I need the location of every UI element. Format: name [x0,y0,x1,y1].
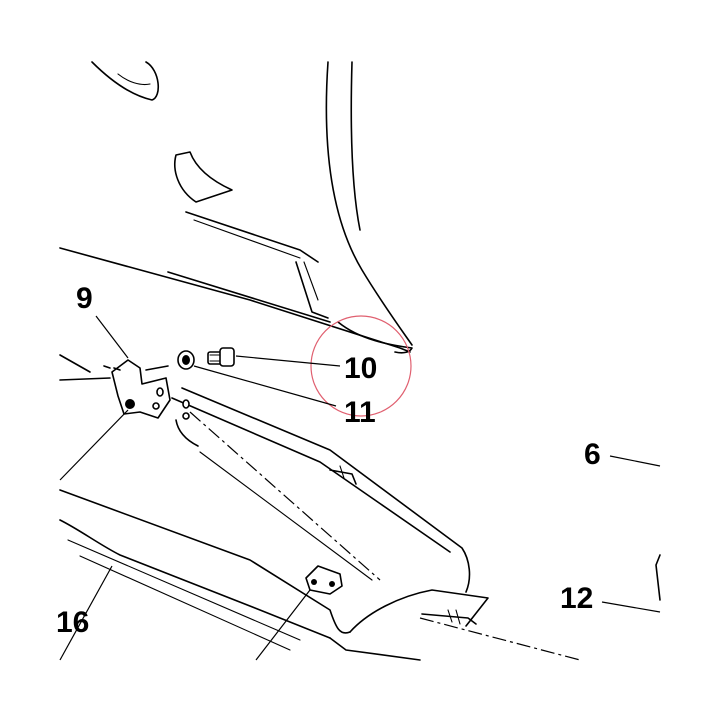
highlight-circle [310,315,412,417]
pin-part [329,465,357,485]
hinge-bracket-part [59,354,171,419]
axis-line-lower [419,617,581,661]
axis-line-upper [189,411,381,581]
panel-clip-part [305,565,343,595]
callout-16: 16 [56,606,89,639]
callout-9: 9 [76,282,93,315]
washer-part [177,350,195,370]
callout-6: 6 [584,438,601,471]
screw-part [207,347,235,367]
callout-12: 12 [560,582,593,615]
callout-10: 10 [344,352,377,385]
leader-lines [59,315,661,661]
callout-11: 11 [344,396,376,429]
lower-skirt-panel [59,387,489,661]
right-body-edge [655,554,661,601]
bottom-bolt-part [421,609,477,625]
upper-body-panel [59,61,413,354]
